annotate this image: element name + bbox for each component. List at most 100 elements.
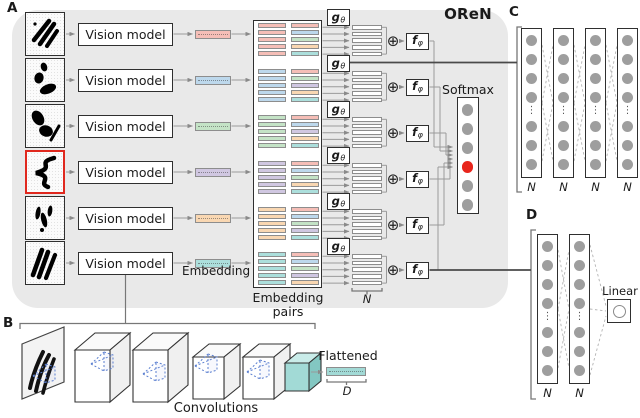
embedding-bar	[195, 75, 231, 85]
vision-model-box: Vision model	[78, 114, 173, 138]
flattened-dim-label: D	[342, 384, 352, 398]
pair-bar-right	[291, 37, 319, 42]
relation-stack-bar	[352, 267, 382, 272]
mlp-layer-column	[521, 28, 542, 178]
pair-bar-right	[291, 44, 319, 49]
circled-plus-icon: ⊕	[386, 169, 400, 188]
g-symbol: g	[331, 147, 340, 162]
pair-bar-left	[257, 207, 286, 212]
mlp-layer-dot	[574, 240, 585, 252]
softmax-output-dot	[461, 123, 474, 135]
vision-model-box: Vision model	[78, 206, 173, 230]
pair-bar-right	[291, 207, 319, 212]
mlp-layer-dot	[526, 120, 537, 132]
embedding-bar-texture	[198, 125, 228, 127]
pair-bar-right	[291, 129, 319, 134]
phi-subscript: φ	[417, 130, 423, 140]
relation-stack-bar	[352, 130, 382, 135]
pair-bar-right	[291, 83, 319, 88]
pair-bar-left	[257, 44, 286, 49]
f-symbol: f	[412, 79, 418, 94]
pair-bar-left	[257, 235, 286, 240]
f-symbol: f	[412, 125, 418, 140]
panel-b-label: B	[3, 315, 14, 331]
g-symbol: g	[331, 238, 340, 253]
convolutions-label: Convolutions	[173, 401, 259, 416]
pair-bar-right	[291, 168, 319, 173]
relation-stack-bar	[352, 215, 382, 221]
mlp-layer-dot	[590, 158, 601, 170]
mlp-layer-dot	[526, 139, 537, 151]
pair-bar-left	[257, 90, 286, 95]
mlp-layer-dot	[558, 53, 569, 65]
relation-stack-bar	[352, 91, 382, 96]
linear-unit-node	[612, 304, 626, 318]
relation-stack-bar	[352, 274, 382, 279]
relation-stack-bar	[352, 163, 382, 168]
pair-bar-left	[257, 23, 286, 28]
circled-plus-icon: ⊕	[386, 31, 400, 50]
relation-stack-bar	[352, 45, 382, 50]
mlp-layer-dot	[590, 72, 601, 84]
pair-bar-left	[257, 273, 286, 278]
mlp-layer-dot	[622, 139, 633, 151]
mlp-layer-dot	[558, 120, 569, 132]
pair-bar-left	[257, 280, 286, 285]
relation-stack-bar	[352, 117, 382, 122]
mlp-layer-column	[617, 28, 638, 178]
embedding-bar	[195, 167, 231, 177]
g-symbol: g	[331, 9, 340, 24]
pair-bar-left	[257, 182, 286, 187]
relation-stack-bar	[352, 97, 382, 103]
pair-bar-left	[257, 252, 286, 257]
mlp-layer-dot	[574, 278, 585, 290]
mlp-layer-ellipsis: ⋮	[590, 105, 601, 116]
softmax-output-dot	[461, 180, 474, 192]
embedding-pairs-box	[253, 20, 322, 288]
pair-bar-left	[257, 30, 286, 35]
oren-title: OReN	[444, 5, 492, 23]
phi-subscript: φ	[417, 222, 423, 232]
pair-bar-left	[257, 83, 286, 88]
pair-bar-left	[257, 221, 286, 226]
vision-model-box: Vision model	[78, 68, 173, 92]
relation-stack-bar	[352, 280, 382, 286]
mlp-layer-dot	[542, 364, 553, 376]
linear-label: Linear	[602, 284, 638, 298]
flattened-vector	[326, 367, 366, 376]
embedding-pairs-label: Embedding pairs	[252, 290, 324, 319]
mlp-layer-dot	[542, 240, 553, 252]
pair-bar-left	[257, 161, 286, 166]
pair-bar-right	[291, 69, 319, 74]
f-symbol: f	[412, 217, 418, 232]
pair-bar-right	[291, 214, 319, 219]
pair-bar-right	[291, 23, 319, 28]
relation-stack-bar	[352, 25, 382, 30]
mlp-layer-dot	[574, 297, 585, 309]
mlp-layer-column	[553, 28, 574, 178]
flattened-vector-texture	[329, 371, 363, 373]
theta-subscript: θ	[340, 15, 346, 24]
mlp-layer-dot	[542, 345, 553, 357]
mlp-layer-dot	[574, 345, 585, 357]
relation-stack-bar	[352, 260, 382, 266]
relation-stack-bar	[352, 137, 382, 142]
mlp-layer-dot	[590, 34, 601, 46]
pair-bar-left	[257, 259, 286, 264]
pair-bar-right	[291, 259, 319, 264]
phi-subscript: φ	[417, 38, 423, 48]
mlp-layer-column	[569, 234, 590, 384]
pair-bar-right	[291, 266, 319, 271]
pair-bar-right	[291, 221, 319, 226]
pair-bar-left	[257, 37, 286, 42]
relation-stack-bar	[352, 254, 382, 259]
relation-stack-bar	[352, 229, 382, 234]
mlp-layer-dot	[542, 297, 553, 309]
